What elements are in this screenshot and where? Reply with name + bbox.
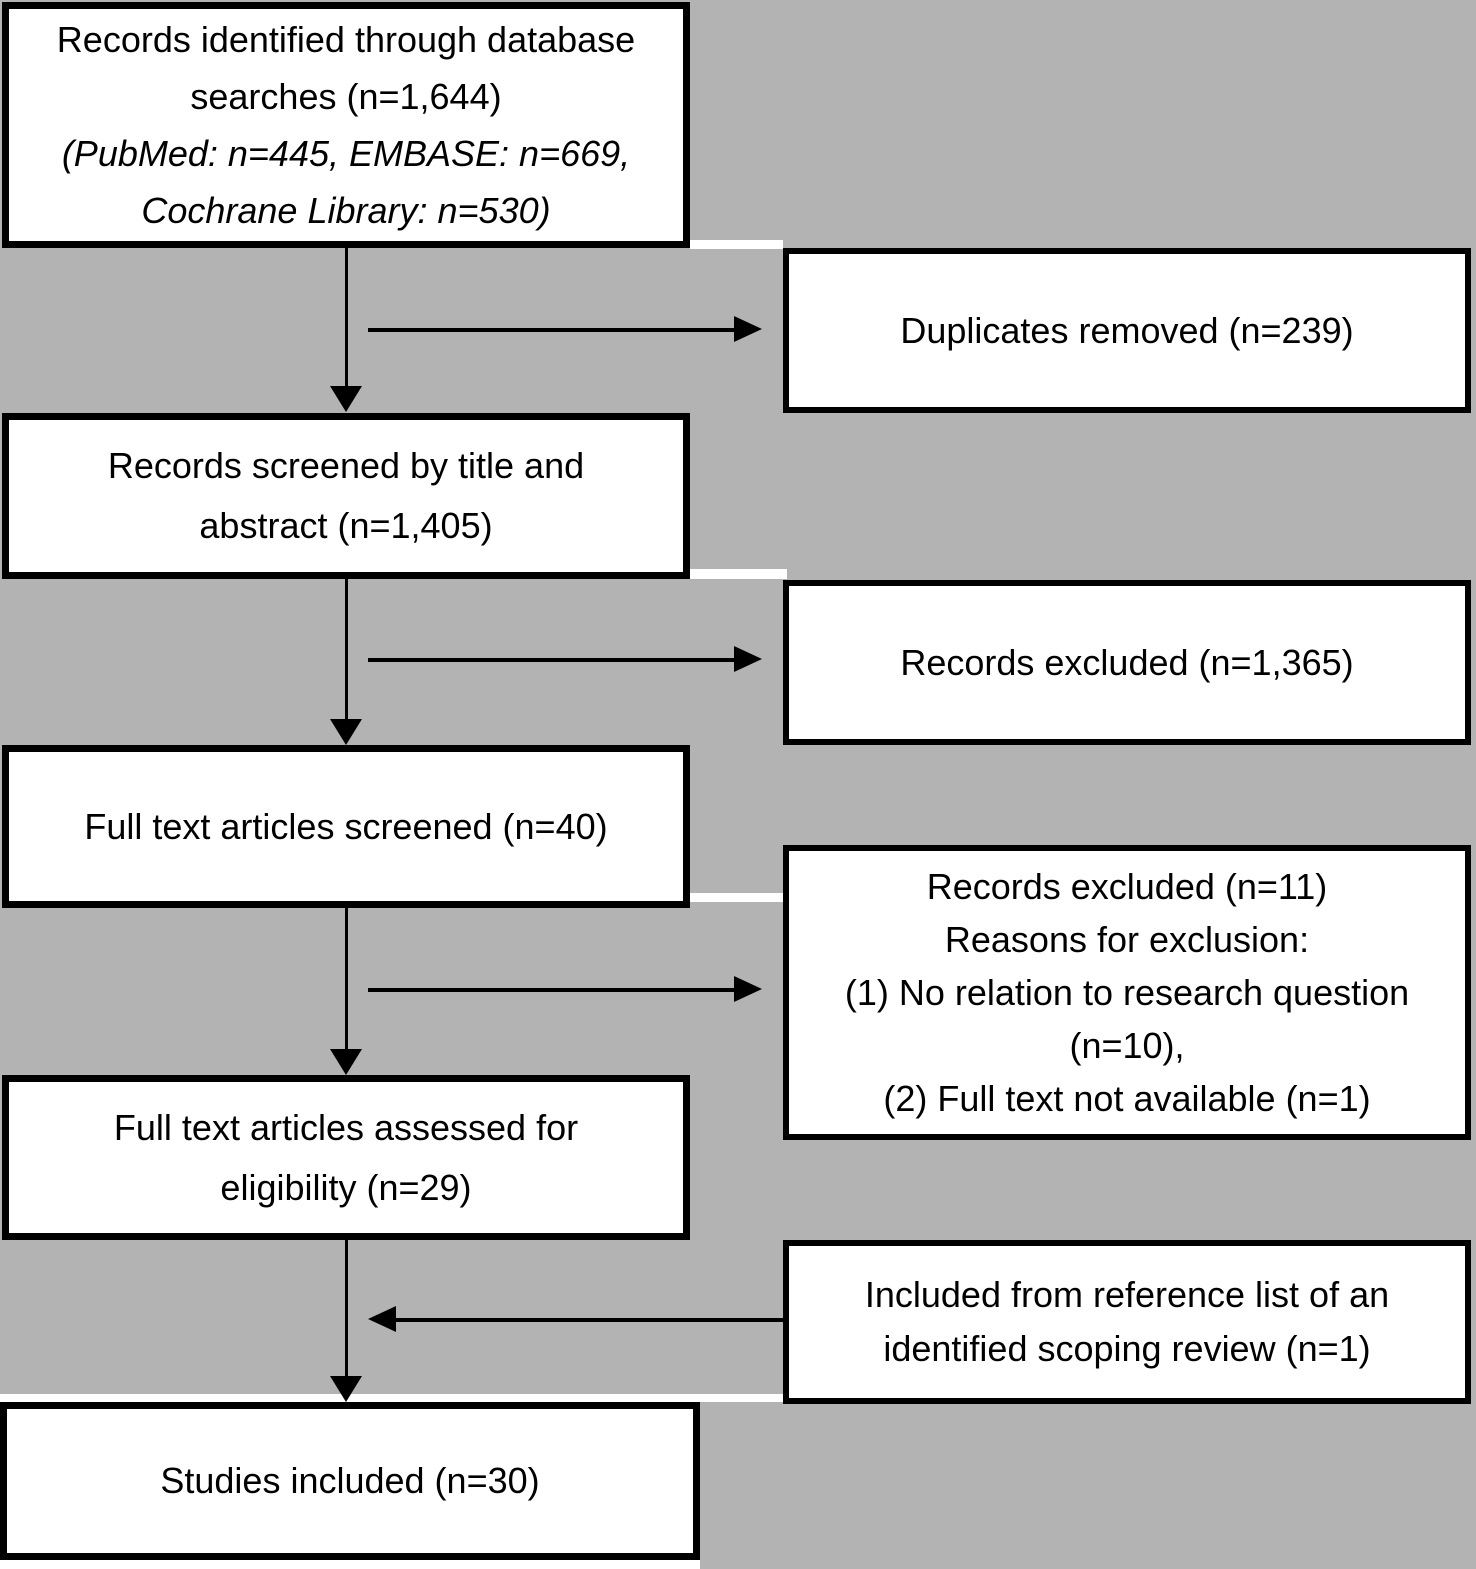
arrow-to-duplicates-line bbox=[368, 328, 734, 332]
box-fulltext-assessed: Full text articles assessed for eligibil… bbox=[2, 1075, 690, 1240]
background-sliver bbox=[690, 569, 787, 579]
arrow-identification-to-screening-head-icon bbox=[330, 386, 362, 412]
arrow-to-excluded-fulltext-line bbox=[368, 988, 734, 992]
box-records-excluded-fulltext-text: Records excluded (n=11) Reasons for excl… bbox=[844, 866, 1410, 1119]
box-records-screened-text: Records screened by title and abstract (… bbox=[107, 445, 585, 546]
box-fulltext-screened: Full text articles screened (n=40) bbox=[2, 745, 690, 908]
arrow-identification-to-screening-line bbox=[345, 248, 348, 386]
box-records-excluded-fulltext: Records excluded (n=11) Reasons for excl… bbox=[783, 845, 1471, 1140]
box-included-from-reference-list: Included from reference list of an ident… bbox=[783, 1240, 1471, 1404]
box-fulltext-screened-text: Full text articles screened (n=40) bbox=[84, 805, 608, 847]
arrow-to-duplicates-head-icon bbox=[734, 316, 762, 342]
box-records-identified-databases-text: (PubMed: n=445, EMBASE: n=669, Cochrane … bbox=[61, 133, 631, 231]
arrow-eligibility-to-included-head-icon bbox=[330, 1376, 362, 1402]
box-fulltext-assessed-text: Full text articles assessed for eligibil… bbox=[113, 1106, 579, 1208]
arrow-fulltext-to-eligibility-head-icon bbox=[330, 1049, 362, 1075]
arrow-screening-to-fulltext-line bbox=[345, 579, 348, 719]
box-records-excluded-screening: Records excluded (n=1,365) bbox=[783, 580, 1471, 745]
box-duplicates-removed: Duplicates removed (n=239) bbox=[783, 248, 1471, 413]
box-studies-included-text: Studies included (n=30) bbox=[160, 1460, 540, 1501]
arrow-from-reference-list-head-icon bbox=[368, 1306, 396, 1332]
box-studies-included: Studies included (n=30) bbox=[0, 1402, 700, 1560]
box-records-screened: Records screened by title and abstract (… bbox=[2, 413, 690, 579]
box-records-excluded-screening-text: Records excluded (n=1,365) bbox=[900, 642, 1354, 683]
background-sliver bbox=[0, 1394, 783, 1402]
box-records-identified: Records identified through database sear… bbox=[2, 2, 690, 248]
arrow-fulltext-to-eligibility-line bbox=[345, 908, 348, 1049]
box-included-from-reference-list-text: Included from reference list of an ident… bbox=[864, 1274, 1390, 1369]
background-sliver bbox=[690, 893, 783, 902]
arrow-to-excluded-screening-line bbox=[368, 658, 734, 662]
arrow-to-excluded-screening-head-icon bbox=[734, 646, 762, 672]
arrow-to-excluded-fulltext-head-icon bbox=[734, 976, 762, 1002]
box-duplicates-removed-text: Duplicates removed (n=239) bbox=[900, 310, 1354, 351]
arrow-from-reference-list-line bbox=[396, 1318, 783, 1322]
box-records-identified-text: Records identified through database sear… bbox=[56, 19, 636, 117]
background-sliver bbox=[690, 240, 783, 249]
arrow-eligibility-to-included-line bbox=[345, 1240, 348, 1377]
arrow-screening-to-fulltext-head-icon bbox=[330, 719, 362, 745]
background-sliver bbox=[0, 1560, 700, 1569]
